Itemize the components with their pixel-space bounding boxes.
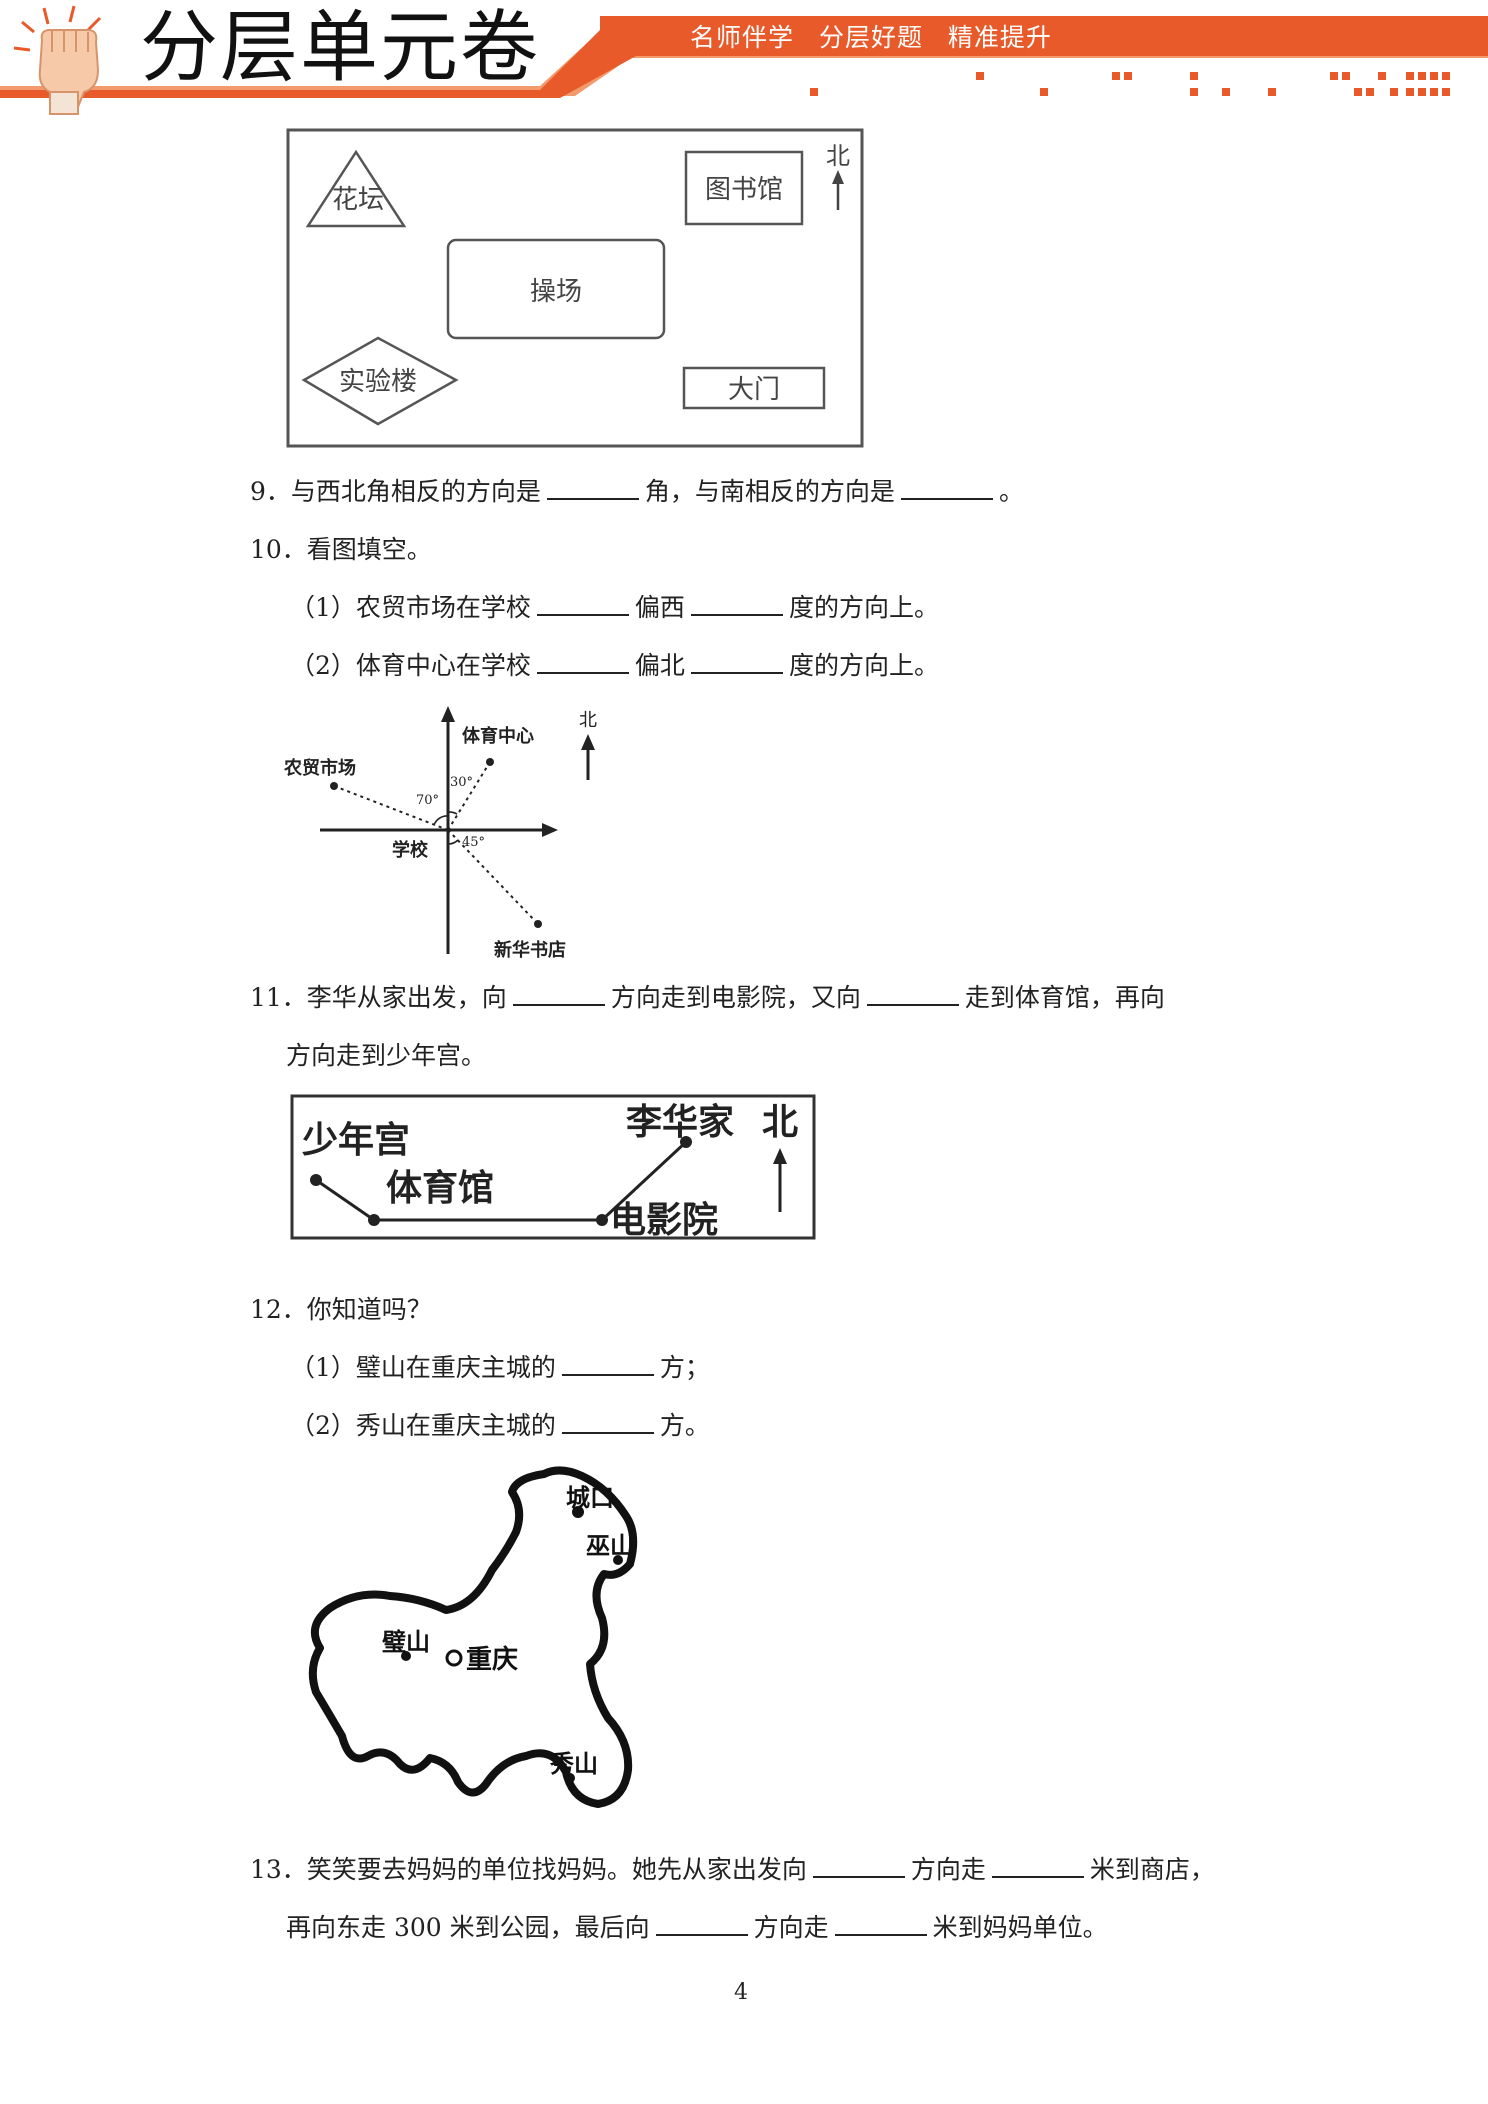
route-north-label: 北 [762, 1101, 798, 1143]
bishan-label: 璧山 [381, 1627, 430, 1656]
route-map: 少年宫 体育馆 李华家 电影院 北 [290, 1094, 816, 1241]
lab-building-label: 实验楼 [339, 367, 417, 397]
q9-text-1: 9．与西北角相反的方向是 [250, 477, 541, 506]
cinema-label: 电影院 [610, 1199, 718, 1241]
school-label: 学校 [392, 839, 429, 861]
chongqing-label: 重庆 [466, 1644, 518, 1675]
lab-building-shape [301, 336, 459, 426]
q13-text-1: 13．笑笑要去妈妈的单位找妈妈。她先从家出发向 [250, 1855, 807, 1884]
q12-2-blank[interactable] [561, 1410, 654, 1434]
header-slogan: 名师伴学 分层好题 精准提升 [690, 23, 1052, 52]
q9-blank-2[interactable] [900, 476, 993, 500]
question-10-1: （1）农贸市场在学校 偏西 度的方向上。 [290, 591, 939, 625]
q11-blank-1[interactable] [512, 982, 605, 1006]
q13-blank-2[interactable] [991, 1854, 1084, 1878]
q11-text-1: 11．李华从家出发，向 [250, 983, 507, 1012]
q13-blank-4[interactable] [834, 1912, 927, 1936]
bookstore-label: 新华书店 [494, 939, 566, 961]
header-banner-graphic [0, 16, 1488, 98]
flowerbed-shape [305, 149, 407, 228]
question-11-line2: 方向走到少年宫。 [286, 1041, 487, 1070]
playground-label: 操场 [530, 277, 582, 307]
q10-2-text-a: （2）体育中心在学校 [290, 651, 531, 680]
q9-text-3: 。 [998, 477, 1024, 506]
q10-1-text-b: 偏西 [634, 593, 685, 622]
q12-2-text-b: 方。 [659, 1411, 710, 1440]
youth-palace-label: 少年宫 [302, 1119, 410, 1161]
library-shape [684, 150, 804, 226]
q10-1-blank-1[interactable] [536, 592, 629, 616]
brand-title: 分层单元卷 [140, 3, 541, 93]
q13-blank-1[interactable] [812, 1854, 905, 1878]
compass-north-label: 北 [579, 710, 597, 731]
q10-1-blank-2[interactable] [690, 592, 783, 616]
q13-text-4: 再向东走 300 米到公园，最后向 [286, 1913, 650, 1942]
compass-diagram: 北 体育中心 农贸市场 学校 新华书店 70° 30° 45° [283, 706, 597, 961]
library-label: 图书馆 [705, 175, 783, 205]
fist-logo-icon [13, 5, 102, 115]
playground-shape [446, 238, 666, 340]
angle-45-label: 45° [462, 835, 485, 850]
q12-1-text-a: （1）璧山在重庆主城的 [290, 1353, 556, 1382]
angle-30-label: 30° [450, 775, 473, 790]
gym-label: 体育馆 [386, 1167, 494, 1209]
lihua-home-label: 李华家 [626, 1101, 734, 1143]
q10-1-text-a: （1）农贸市场在学校 [290, 593, 531, 622]
north-label: 北 [826, 142, 850, 170]
q11-text-3: 走到体育馆，再向 [964, 983, 1165, 1012]
question-10-2: （2）体育中心在学校 偏北 度的方向上。 [290, 649, 939, 683]
q9-blank-1[interactable] [546, 476, 639, 500]
q11-text-2: 方向走到电影院，又向 [610, 983, 861, 1012]
q13-text-5: 方向走 [753, 1913, 829, 1942]
q11-blank-2[interactable] [866, 982, 959, 1006]
question-12-2: （2）秀山在重庆主城的 方。 [290, 1409, 710, 1443]
flowerbed-label: 花坛 [332, 185, 384, 215]
q12-2-text-a: （2）秀山在重庆主城的 [290, 1411, 556, 1440]
q10-1-text-c: 度的方向上。 [788, 593, 939, 622]
campus-map: 花坛 图书馆 北 操场 实验楼 大门 [286, 128, 864, 448]
chengkou-label: 城口 [566, 1483, 614, 1512]
farmers-market-label: 农贸市场 [283, 757, 356, 779]
gate-shape [682, 366, 826, 410]
q10-2-text-c: 度的方向上。 [788, 651, 939, 680]
wushan-label: 巫山 [586, 1531, 634, 1560]
question-12-1: （1）璧山在重庆主城的 方； [290, 1351, 710, 1385]
q13-text-2: 方向走 [910, 1855, 986, 1884]
question-13: 13．笑笑要去妈妈的单位找妈妈。她先从家出发向 方向走 米到商店， [250, 1853, 1215, 1887]
q10-2-blank-2[interactable] [690, 650, 783, 674]
q12-1-blank[interactable] [561, 1352, 654, 1376]
question-12-stem: 12．你知道吗？ [250, 1295, 432, 1324]
page-number: 4 [734, 1980, 748, 2005]
page-header: 分层单元卷 名师伴学 分层好题 精准提升 [0, 0, 1488, 120]
chongqing-outline [308, 1466, 638, 1808]
angle-70-label: 70° [416, 793, 439, 808]
q13-text-3: 米到商店， [1089, 1855, 1215, 1884]
xiushan-label: 秀山 [549, 1749, 598, 1778]
gate-label: 大门 [728, 375, 780, 405]
question-11: 11．李华从家出发，向 方向走到电影院，又向 走到体育馆，再向 [250, 981, 1165, 1015]
question-9: 9．与西北角相反的方向是 角，与南相反的方向是 。 [250, 475, 1024, 509]
q10-2-text-b: 偏北 [634, 651, 685, 680]
q10-2-blank-1[interactable] [536, 650, 629, 674]
question-13-line2: 再向东走 300 米到公园，最后向 方向走 米到妈妈单位。 [286, 1911, 1108, 1945]
question-10-stem: 10．看图填空。 [250, 535, 432, 564]
q13-text-6: 米到妈妈单位。 [932, 1913, 1108, 1942]
q9-text-2: 角，与南相反的方向是 [644, 477, 895, 506]
q13-blank-3[interactable] [655, 1912, 748, 1936]
sports-center-label: 体育中心 [462, 725, 534, 747]
chongqing-map: 城口 巫山 璧山 重庆 秀山 [308, 1466, 638, 1808]
q12-1-text-b: 方； [659, 1353, 710, 1382]
